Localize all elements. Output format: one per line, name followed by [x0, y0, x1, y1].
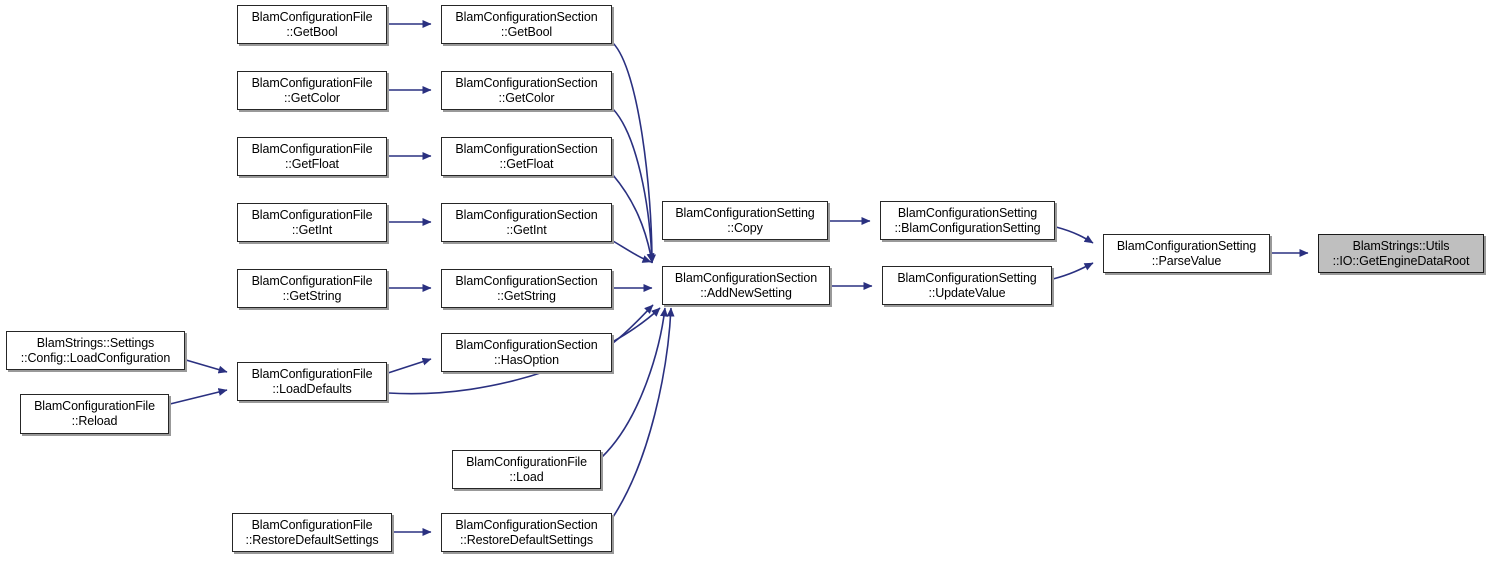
graph-edge-file_load-to-section_addnewsetting — [601, 307, 668, 458]
graph-edge-section_restoredefaults-to-section_addnewsetting — [612, 307, 675, 518]
graph-node-label: BlamConfigurationFile ::RestoreDefaultSe… — [245, 517, 379, 547]
graph-node-label: BlamStrings::Utils ::IO::GetEngineDataRo… — [1332, 238, 1470, 268]
graph-node-label: BlamConfigurationSection ::GetBool — [455, 9, 598, 39]
graph-node-file_loaddefaults[interactable]: BlamConfigurationFile ::LoadDefaults — [237, 362, 387, 401]
graph-node-section_addnewsetting[interactable]: BlamConfigurationSection ::AddNewSetting — [662, 266, 830, 305]
graph-edge-file_reload-to-file_loaddefaults — [169, 388, 228, 405]
graph-node-label: BlamConfigurationSection ::GetInt — [455, 207, 598, 237]
graph-node-label: BlamConfigurationFile ::LoadDefaults — [251, 366, 373, 396]
graph-node-label: BlamConfigurationSetting ::UpdateValue — [897, 270, 1037, 300]
graph-node-file_getstring[interactable]: BlamConfigurationFile ::GetString — [237, 269, 387, 308]
graph-node-label: BlamConfigurationFile ::GetFloat — [251, 141, 373, 171]
graph-node-section_hasoption[interactable]: BlamConfigurationSection ::HasOption — [441, 333, 612, 372]
graph-node-label: BlamConfigurationFile ::GetInt — [251, 207, 373, 237]
graph-node-label: BlamConfigurationSection ::HasOption — [455, 337, 598, 367]
graph-edge-section_getint-to-section_addnewsetting — [612, 240, 652, 263]
graph-node-label: BlamConfigurationSection ::GetColor — [455, 75, 598, 105]
graph-node-label: BlamStrings::Settings ::Config::LoadConf… — [20, 335, 171, 365]
graph-node-setting_updatevalue[interactable]: BlamConfigurationSetting ::UpdateValue — [882, 266, 1052, 305]
graph-node-file_getfloat[interactable]: BlamConfigurationFile ::GetFloat — [237, 137, 387, 176]
graph-node-label: BlamConfigurationFile ::Reload — [34, 399, 155, 428]
graph-node-label: BlamConfigurationSection ::AddNewSetting — [674, 270, 818, 300]
graph-node-section_getint[interactable]: BlamConfigurationSection ::GetInt — [441, 203, 612, 242]
graph-edge-setting_updatevalue-to-setting_parsevalue — [1052, 262, 1094, 280]
graph-node-label: BlamConfigurationSection ::RestoreDefaul… — [455, 517, 598, 547]
graph-node-settings_loadconfig[interactable]: BlamStrings::Settings ::Config::LoadConf… — [6, 331, 185, 370]
graph-edge-setting_ctor-to-setting_parsevalue — [1055, 226, 1094, 244]
graph-edge-section_getbool-to-section_addnewsetting — [612, 42, 656, 264]
graph-node-section_restoredefaults[interactable]: BlamConfigurationSection ::RestoreDefaul… — [441, 513, 612, 552]
graph-edge-file_loaddefaults-to-section_hasoption — [387, 357, 432, 374]
graph-node-section_getcolor[interactable]: BlamConfigurationSection ::GetColor — [441, 71, 612, 110]
graph-node-section_getbool[interactable]: BlamConfigurationSection ::GetBool — [441, 5, 612, 44]
graph-node-label: BlamConfigurationFile ::GetBool — [251, 9, 373, 39]
graph-edge-section_getfloat-to-section_addnewsetting — [612, 174, 655, 263]
graph-edge-settings_loadconfig-to-file_loaddefaults — [185, 359, 228, 374]
graph-node-label: BlamConfigurationSection ::GetString — [455, 273, 598, 303]
graph-node-file_getint[interactable]: BlamConfigurationFile ::GetInt — [237, 203, 387, 242]
graph-node-file_reload[interactable]: BlamConfigurationFile ::Reload — [20, 394, 169, 434]
graph-node-utils_getenginedataroot[interactable]: BlamStrings::Utils ::IO::GetEngineDataRo… — [1318, 234, 1484, 273]
graph-node-file_getbool[interactable]: BlamConfigurationFile ::GetBool — [237, 5, 387, 44]
graph-node-section_getfloat[interactable]: BlamConfigurationSection ::GetFloat — [441, 137, 612, 176]
graph-node-label: BlamConfigurationSection ::GetFloat — [455, 141, 598, 171]
graph-node-setting_parsevalue[interactable]: BlamConfigurationSetting ::ParseValue — [1103, 234, 1270, 273]
graph-node-label: BlamConfigurationFile ::Load — [466, 454, 587, 484]
graph-node-label: BlamConfigurationSetting ::ParseValue — [1116, 238, 1257, 268]
graph-node-label: BlamConfigurationFile ::GetString — [251, 273, 373, 303]
graph-node-label: BlamConfigurationSetting ::Copy — [675, 205, 815, 235]
graph-node-file_restoredefaults[interactable]: BlamConfigurationFile ::RestoreDefaultSe… — [232, 513, 392, 552]
graph-node-setting_copy[interactable]: BlamConfigurationSetting ::Copy — [662, 201, 828, 240]
graph-node-file_getcolor[interactable]: BlamConfigurationFile ::GetColor — [237, 71, 387, 110]
graph-node-section_getstring[interactable]: BlamConfigurationSection ::GetString — [441, 269, 612, 308]
graph-node-label: BlamConfigurationSetting ::BlamConfigura… — [894, 205, 1041, 235]
graph-edge-section_getcolor-to-section_addnewsetting — [612, 108, 656, 264]
graph-node-setting_ctor[interactable]: BlamConfigurationSetting ::BlamConfigura… — [880, 201, 1055, 240]
graph-node-label: BlamConfigurationFile ::GetColor — [251, 75, 373, 105]
graph-node-file_load[interactable]: BlamConfigurationFile ::Load — [452, 450, 601, 489]
